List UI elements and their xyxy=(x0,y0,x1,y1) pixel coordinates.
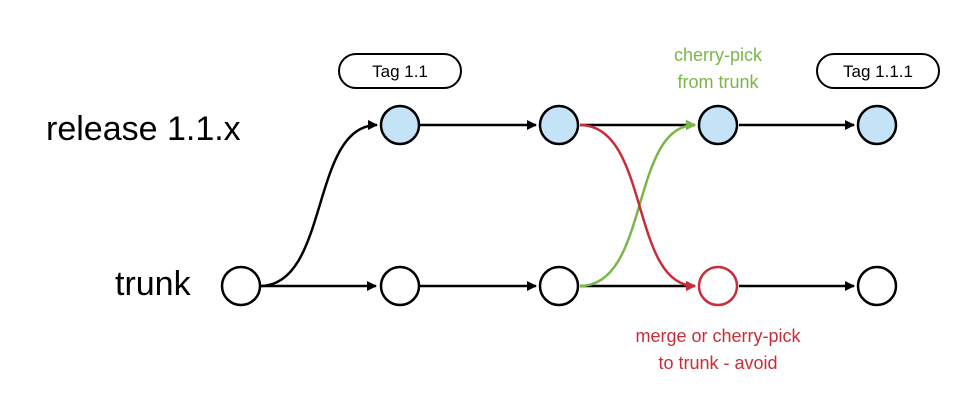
connectors xyxy=(259,120,855,291)
merge-note-line1: merge or cherry-pick xyxy=(635,326,801,346)
tag-1-1-label: Tag 1.1 xyxy=(372,62,428,81)
trunk-commit-4 xyxy=(856,265,898,307)
trunk-commit-1 xyxy=(379,265,421,307)
cherry-pick-note-line1: cherry-pick xyxy=(674,45,763,65)
release-lane-label: release 1.1.x xyxy=(46,110,241,148)
release-commits xyxy=(379,104,898,146)
merge-arrow xyxy=(579,123,696,291)
merge-note: merge or cherry-pick to trunk - avoid xyxy=(635,326,801,373)
cherry-pick-arrow xyxy=(579,120,696,288)
trunk-commit-2 xyxy=(538,265,580,307)
merge-note-line2: to trunk - avoid xyxy=(658,353,777,373)
cherry-pick-note-line2: from trunk xyxy=(677,72,759,92)
trunk-commit-merge xyxy=(697,265,739,307)
trunk-commits xyxy=(220,265,898,307)
tag-1-1-1: Tag 1.1.1 xyxy=(816,53,940,89)
cherry-pick-note: cherry-pick from trunk xyxy=(674,45,763,92)
tag-1-1-1-label: Tag 1.1.1 xyxy=(843,62,913,81)
branch-off-arrow xyxy=(259,120,378,288)
release-commit-1 xyxy=(379,104,421,146)
trunk-commit-0 xyxy=(220,265,262,307)
release-commit-2 xyxy=(538,104,580,146)
tag-1-1: Tag 1.1 xyxy=(338,53,462,89)
release-commit-4 xyxy=(856,104,898,146)
trunk-lane-label: trunk xyxy=(115,265,192,303)
release-commit-3 xyxy=(697,104,739,146)
